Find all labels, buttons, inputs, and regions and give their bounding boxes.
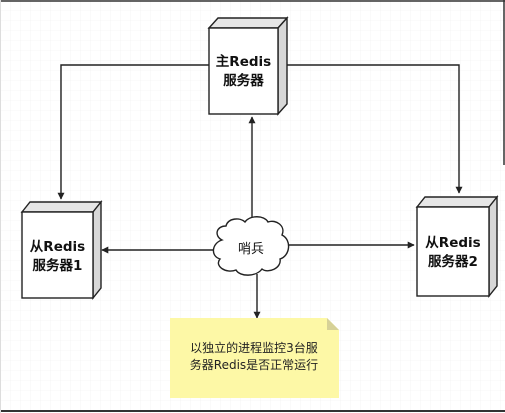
master-server-label-line2: 服务器: [223, 72, 264, 89]
slave-server-1-label-line1: 从Redis: [30, 239, 85, 255]
sentinel-note: 以独立的进程监控3台服 务器Redis是否正常运行: [170, 318, 339, 398]
slave-server-1-label-line2: 服务器1: [33, 257, 83, 274]
connectors: [57, 64, 463, 319]
master-server-box[interactable]: 主Redis 服务器: [207, 16, 289, 116]
master-server-label-line1: 主Redis: [216, 53, 271, 70]
arrow-master-to-right-slave: [280, 64, 463, 194]
slave-server-2-label-line1: 从Redis: [425, 235, 480, 251]
note-text-line1: 以独立的进程监控3台服: [190, 340, 318, 355]
slave-server-2-box[interactable]: 从Redis 服务器2: [415, 195, 499, 298]
slave-server-1-box[interactable]: 从Redis 服务器1: [20, 200, 103, 300]
sentinel-label: 哨兵: [238, 242, 264, 257]
sentinel-cloud[interactable]: 哨兵: [212, 216, 290, 276]
slave-server-2-label-line2: 服务器2: [428, 253, 478, 270]
note-text-line2: 务器Redis是否正常运行: [190, 357, 318, 372]
arrow-master-to-left-slave: [57, 64, 209, 200]
